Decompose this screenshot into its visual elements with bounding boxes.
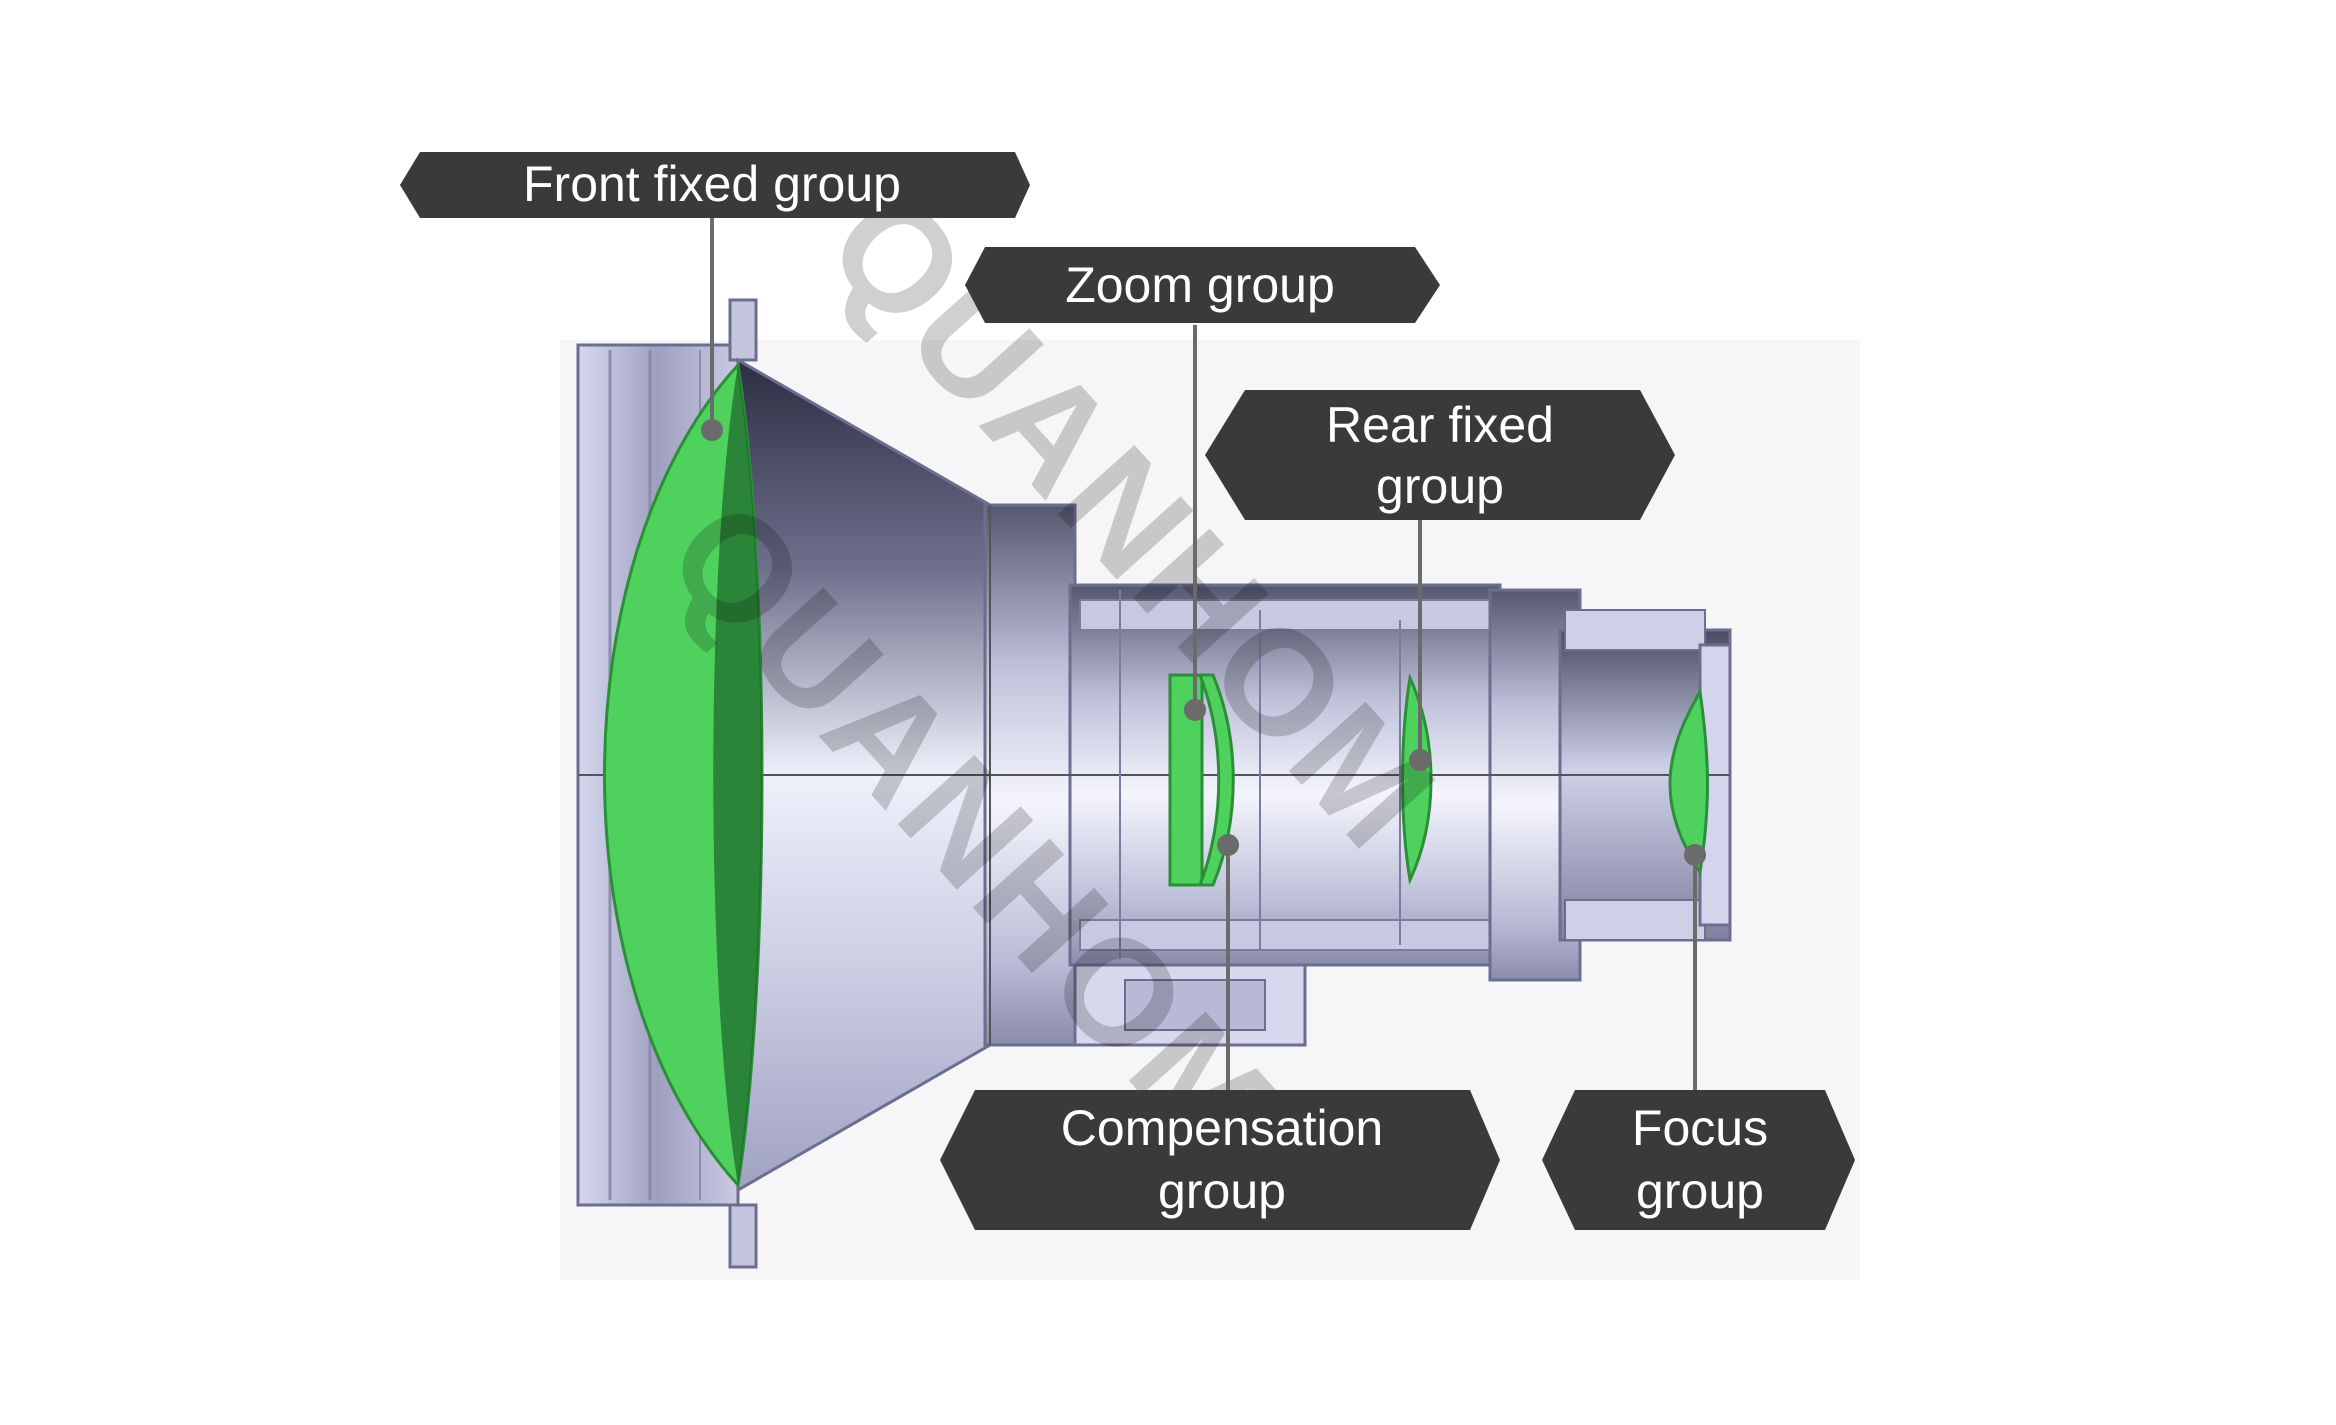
rear-fixed-lens bbox=[1401, 672, 1433, 886]
leader-lines bbox=[701, 210, 1706, 1090]
mount-tab-top bbox=[728, 298, 758, 362]
compensation-lens bbox=[1197, 673, 1235, 887]
label-focus-group: Focus group bbox=[1542, 1090, 1855, 1230]
lens-elements bbox=[603, 361, 1709, 1189]
label-focus-text-line1: Focus bbox=[1632, 1100, 1768, 1156]
front-fixed-lens-inner bbox=[713, 365, 762, 1185]
label-front-fixed-text: Front fixed group bbox=[523, 156, 901, 212]
focus-lens bbox=[1668, 687, 1709, 877]
label-compensation-group: Compensation group bbox=[940, 1090, 1500, 1230]
label-zoom-text: Zoom group bbox=[1065, 257, 1335, 313]
label-rear-fixed-text-line2: group bbox=[1376, 458, 1504, 514]
mount-tab-bottom bbox=[728, 1203, 758, 1269]
label-compensation-text-line1: Compensation bbox=[1061, 1100, 1383, 1156]
label-rear-fixed-text-line1: Rear fixed bbox=[1326, 397, 1554, 453]
label-compensation-text-line2: group bbox=[1158, 1163, 1286, 1219]
label-front-fixed-group: Front fixed group bbox=[400, 152, 1030, 218]
label-focus-text-line2: group bbox=[1636, 1163, 1764, 1219]
label-rear-fixed-group: Rear fixed group bbox=[1205, 390, 1675, 520]
label-zoom-group: Zoom group bbox=[965, 247, 1440, 323]
